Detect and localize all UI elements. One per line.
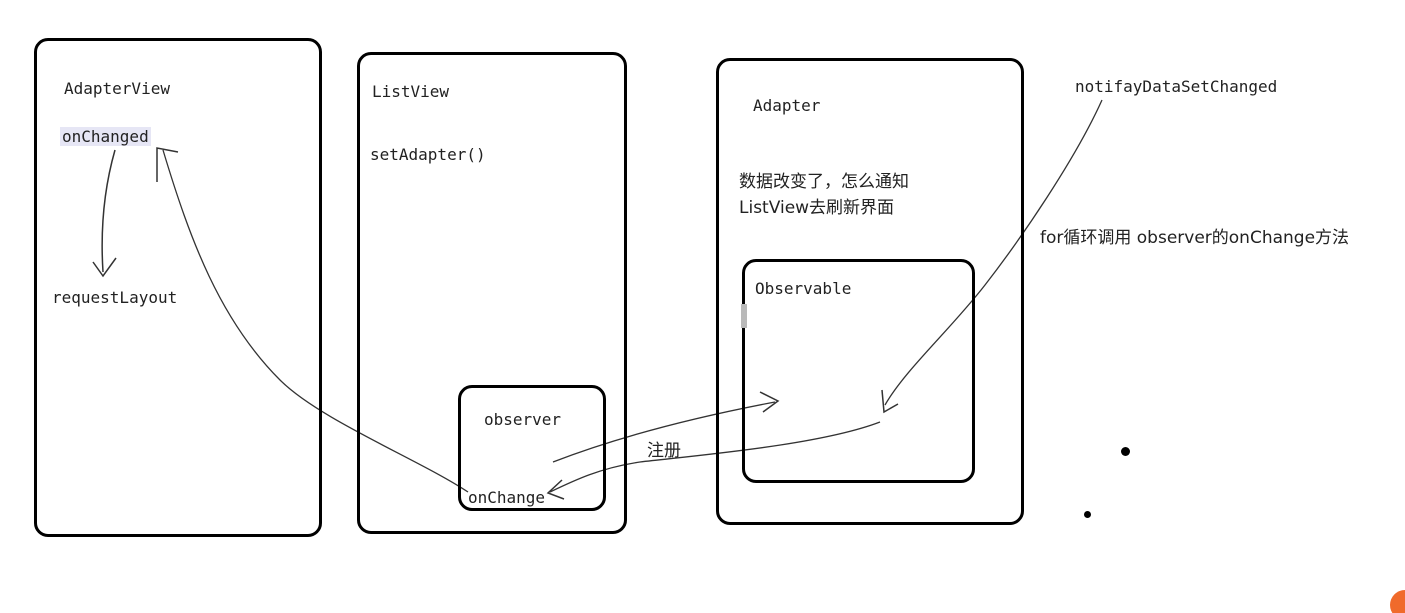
- register-annotation: 注册: [647, 441, 681, 461]
- adapter-note-line1: 数据改变了，怎么通知: [739, 172, 909, 192]
- observer-title: observer: [484, 410, 562, 429]
- listview-setadapter-label: setAdapter(): [370, 145, 486, 164]
- observer-box: [458, 385, 606, 511]
- adapterview-title: AdapterView: [64, 79, 170, 98]
- adapterview-onchanged-label: onChanged: [60, 127, 151, 147]
- adapter-note-line2: ListView去刷新界面: [739, 198, 895, 218]
- corner-logo-icon: [1390, 590, 1405, 613]
- stray-dot: [1084, 511, 1091, 518]
- listview-title: ListView: [372, 82, 450, 101]
- adapterview-requestlayout-label: requestLayout: [52, 288, 178, 307]
- observable-title: Observable: [755, 279, 852, 298]
- notify-annotation: notifayDataSetChanged: [1075, 77, 1278, 96]
- observer-onchange-label: onChange: [468, 488, 546, 507]
- text-cursor-mark: [741, 304, 747, 328]
- observable-box: [742, 259, 975, 483]
- stray-dot: [1121, 447, 1130, 456]
- adapterview-box: [34, 38, 322, 537]
- for-loop-annotation: for循环调用 observer的onChange方法: [1040, 228, 1350, 248]
- adapter-box: [716, 58, 1024, 525]
- listview-box: [357, 52, 627, 534]
- adapter-title: Adapter: [753, 96, 821, 115]
